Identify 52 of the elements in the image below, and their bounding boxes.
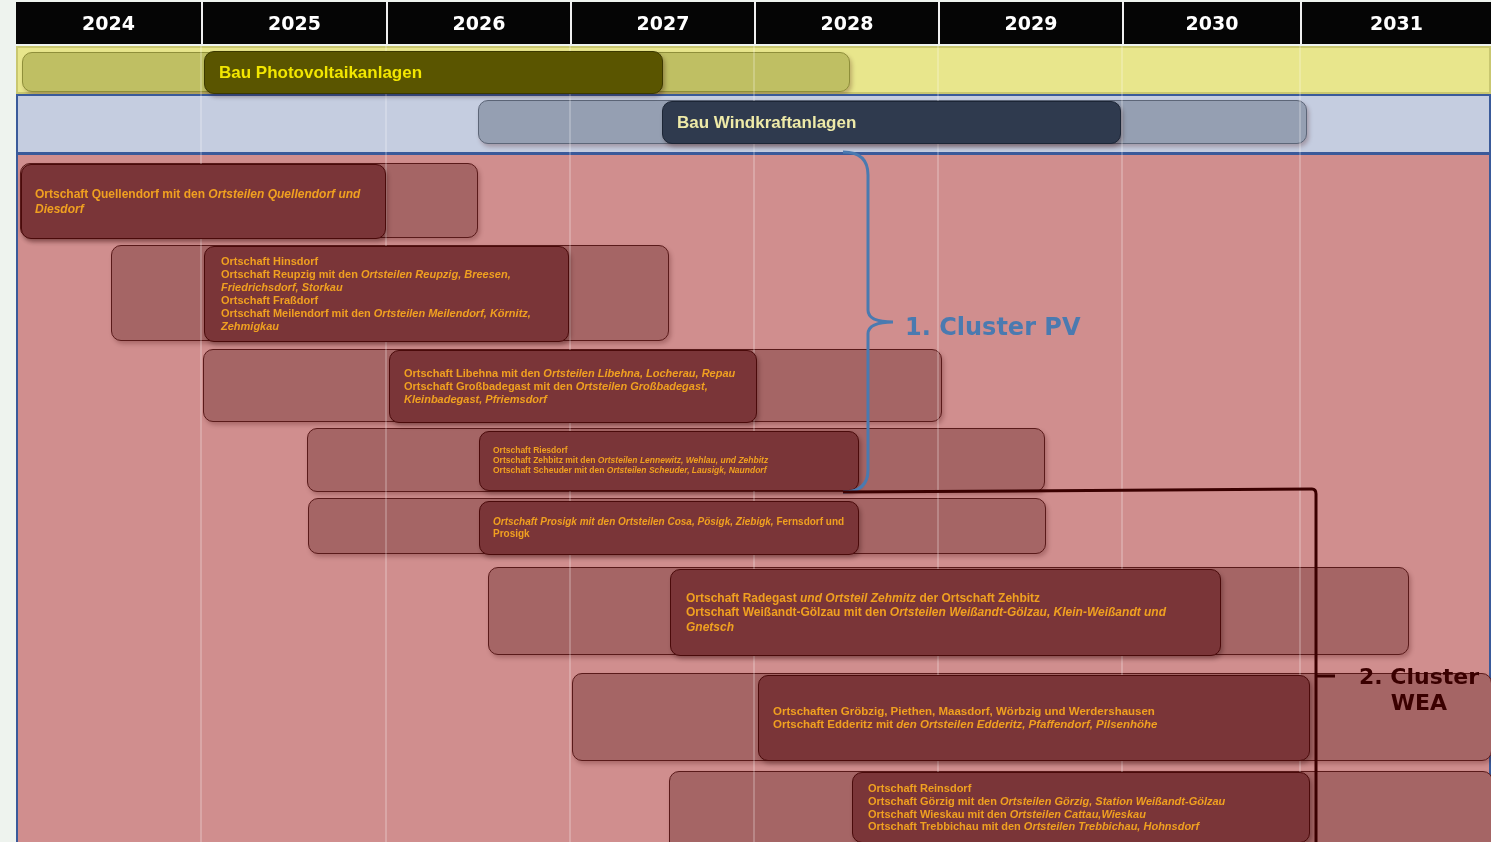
bar-label: Ortschaft Fraßdorf xyxy=(221,294,320,307)
year-label: 2025 xyxy=(201,2,386,44)
bar-label: Ortschaft Prosigk mit den Ortsteilen Cosa, Pösigk, Ziebigk, Fernsdorf und Prosigk xyxy=(493,516,846,540)
task-bar xyxy=(758,675,1310,761)
period-bar xyxy=(488,567,1409,655)
period-bar xyxy=(22,52,850,92)
task-bar xyxy=(389,350,757,423)
bar-label: Ortschaften Gröbzig, Piethen, Maasdorf, Wörbzig und Werdershausen xyxy=(773,704,1156,718)
period-bar xyxy=(478,100,1307,144)
bar-label: Ortschaft Reupzig mit den Ortsteilen Reupzig, Breesen, Friedrichsdorf, Storkau xyxy=(221,268,512,294)
bar-label: Bau Windkraftanlagen xyxy=(677,112,858,133)
bar-label: Ortschaft Großbadegast mit den Ortsteilen Großbadegast, Kleinbadegast, Pfriemsdorf xyxy=(404,380,709,406)
period-bar xyxy=(203,349,942,422)
task-bar xyxy=(21,164,386,239)
task-bar xyxy=(479,431,859,491)
bar-label: Ortschaft Zehbitz mit den Ortsteilen Lennewitz, Wehlau, und Zehbitz xyxy=(493,456,770,466)
bar-label: Ortschaft Libehna mit den Ortsteilen Libehna, Locherau, Repau xyxy=(404,367,737,381)
task-bar xyxy=(662,101,1121,144)
bar-label: Ortschaft Weißandt-Gölzau mit den Ortsteilen Weißandt-Gölzau, Klein-Weißandt und Gnetsch xyxy=(686,605,1168,634)
period-bar xyxy=(669,771,1491,842)
year-label: 2026 xyxy=(386,2,570,44)
year-label: 2027 xyxy=(570,2,754,44)
period-bar xyxy=(307,428,1045,492)
swimlane-band xyxy=(16,153,1491,842)
bar-label: Ortschaft Wieskau mit den Ortsteilen Cattau,Wieskau xyxy=(868,807,1147,821)
cluster-label: 1. Cluster PV xyxy=(905,313,1081,342)
bar-label: Ortschaft Meilendorf mit den Ortsteilen Meilendorf, Körnitz, Zehmigkau xyxy=(221,306,532,333)
year-label: 2030 xyxy=(1122,2,1300,44)
task-bar xyxy=(670,569,1221,656)
year-label: 2024 xyxy=(81,11,136,36)
swimlane-band xyxy=(16,94,1491,154)
bar-label: Ortschaft Riesdorf xyxy=(493,446,569,456)
year-label: 2029 xyxy=(938,2,1122,44)
bar-label: Ortschaft Radegast und Ortsteil Zehmitz der Ortschaft Zehbitz xyxy=(686,591,1042,606)
bar-label: Ortschaft Hinsdorf xyxy=(221,255,320,269)
period-bar xyxy=(20,163,478,238)
bar-label: Ortschaft Trebbichau mit den Ortsteilen Trebbichau, Hohnsdorf xyxy=(868,820,1201,834)
task-bar xyxy=(852,772,1310,842)
period-bar xyxy=(308,498,1046,554)
bar-label: Bau Photovoltaikanlagen xyxy=(219,62,424,83)
bar-label: Ortschaft Reinsdorf xyxy=(868,781,973,795)
year-label: 2031 xyxy=(1300,2,1491,44)
task-bar xyxy=(479,501,859,555)
bar-label: Ortschaft Edderitz mit den Ortsteilen Edderitz, Pfaffendorf, Pilsenhöhe xyxy=(773,718,1159,732)
task-bar xyxy=(204,246,569,342)
year-label: 2028 xyxy=(754,2,938,44)
task-bar xyxy=(204,51,663,94)
bar-label: Ortschaft Scheuder mit den Ortsteilen Scheuder, Lausigk, Naundorf xyxy=(493,465,769,476)
period-bar xyxy=(111,245,669,341)
swimlane-band xyxy=(16,46,1491,94)
bar-label: Ortschaft Görzig mit den Ortsteilen Görzig, Station Weißandt-Gölzau xyxy=(868,794,1227,808)
bar-label: Ortschaft Quellendorf mit den Ortsteilen Quellendorf und Diesdorf xyxy=(35,187,362,216)
